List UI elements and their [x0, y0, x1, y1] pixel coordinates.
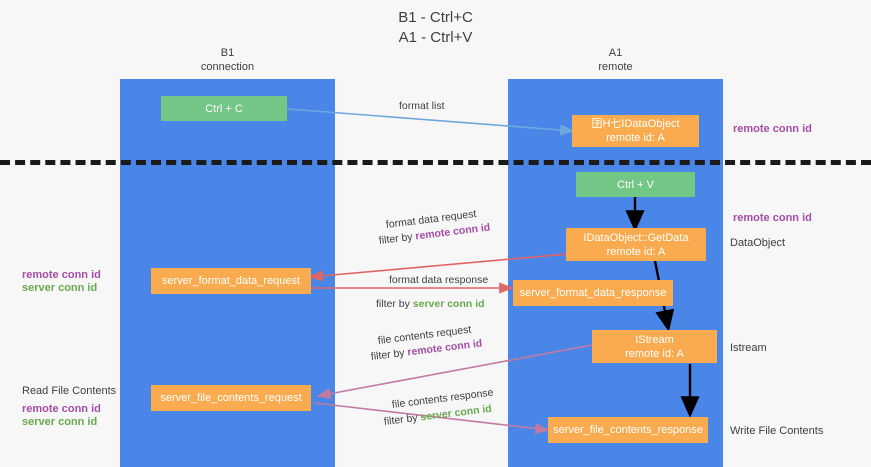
node-server-file-contents-response[interactable]: server_file_contents_response — [548, 417, 708, 443]
annotation-left-remote-conn-id: remote conn id — [22, 269, 101, 281]
annotation-istream: Istream — [730, 342, 767, 354]
annotation-read-file-contents: Read File Contents — [22, 385, 117, 397]
annotation-left-bottom-remote-conn-id: remote conn id — [22, 403, 101, 415]
column-header-b1: B1 connection — [200, 47, 255, 73]
phase-divider — [0, 160, 871, 165]
annotation-left-bottom-server-conn-id: server conn id — [22, 416, 98, 428]
annotation-remote-conn-id-top: remote conn id — [733, 123, 812, 135]
annotation-left-server-conn-id: server conn id — [22, 282, 98, 294]
annotation-dataobject: DataObject — [730, 237, 786, 249]
node-idataobject[interactable]: 囝Η七IDataObject remote id: A — [572, 115, 699, 147]
filter-prefix: filter by — [378, 230, 417, 247]
column-header-a1: A1 remote — [598, 47, 633, 73]
filter-prefix: filter by — [383, 411, 422, 428]
node-ctrl-v[interactable]: Ctrl + V — [576, 172, 695, 197]
edge-label-format-list: format list — [399, 100, 445, 112]
filter-key-server-conn-id: server conn id — [412, 298, 485, 310]
filter-prefix: filter by — [370, 346, 409, 363]
annotation-write-file-contents: Write File Contents — [730, 425, 824, 437]
node-server-format-data-request[interactable]: server_format_data_request — [151, 268, 311, 294]
node-ctrl-c[interactable]: Ctrl + C — [161, 96, 287, 121]
node-idataobject-getdata[interactable]: IDataObject::GetData remote id: A — [566, 228, 706, 261]
annotation-remote-conn-id-mid: remote conn id — [733, 212, 812, 224]
filter-prefix: filter by — [376, 298, 413, 310]
node-istream[interactable]: IStream remote id: A — [592, 330, 717, 363]
edge-label-format-data-response: format data response — [389, 274, 489, 286]
node-server-file-contents-request[interactable]: server_file_contents_request — [151, 385, 311, 411]
diagram-title: B1 - Ctrl+C A1 - Ctrl+V — [398, 9, 473, 46]
node-server-format-data-response[interactable]: server_format_data_response — [513, 280, 673, 306]
edge-label-format-data-response-filter: filter by server conn id — [376, 297, 485, 312]
